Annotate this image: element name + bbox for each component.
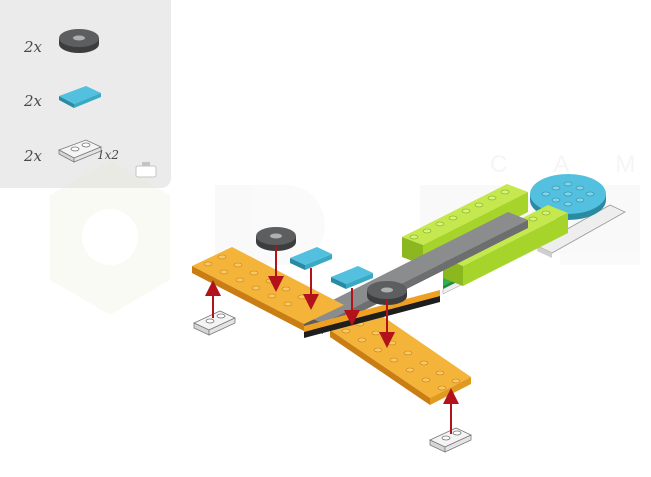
round-tile-2x2-dark-gray-left <box>256 227 296 251</box>
part-quantity: 2x <box>24 38 43 56</box>
tile-1x2-teal-right <box>331 266 373 289</box>
plate-1x2-white-icon <box>58 139 102 163</box>
part-quantity: 2x <box>24 147 43 165</box>
plate-1x2-white-left <box>193 310 236 336</box>
round-tile-2x2-dark-gray-right <box>367 281 407 305</box>
plate-1x2-white-right <box>429 427 472 453</box>
part-size-label: 1x2 <box>97 148 120 162</box>
placement-arrows <box>205 246 459 434</box>
gray-base-plate <box>536 204 626 258</box>
watermark-text: CAM <box>490 151 651 178</box>
orange-plate-right <box>330 309 471 405</box>
round-tile-2x2-dark-gray-icon <box>59 29 99 53</box>
tile-1x2-teal-icon <box>59 86 101 108</box>
tile-1x2-teal-left <box>290 247 332 270</box>
orange-black-beam <box>304 290 440 338</box>
camera-icon <box>135 162 157 178</box>
part-quantity: 2x <box>24 92 43 110</box>
